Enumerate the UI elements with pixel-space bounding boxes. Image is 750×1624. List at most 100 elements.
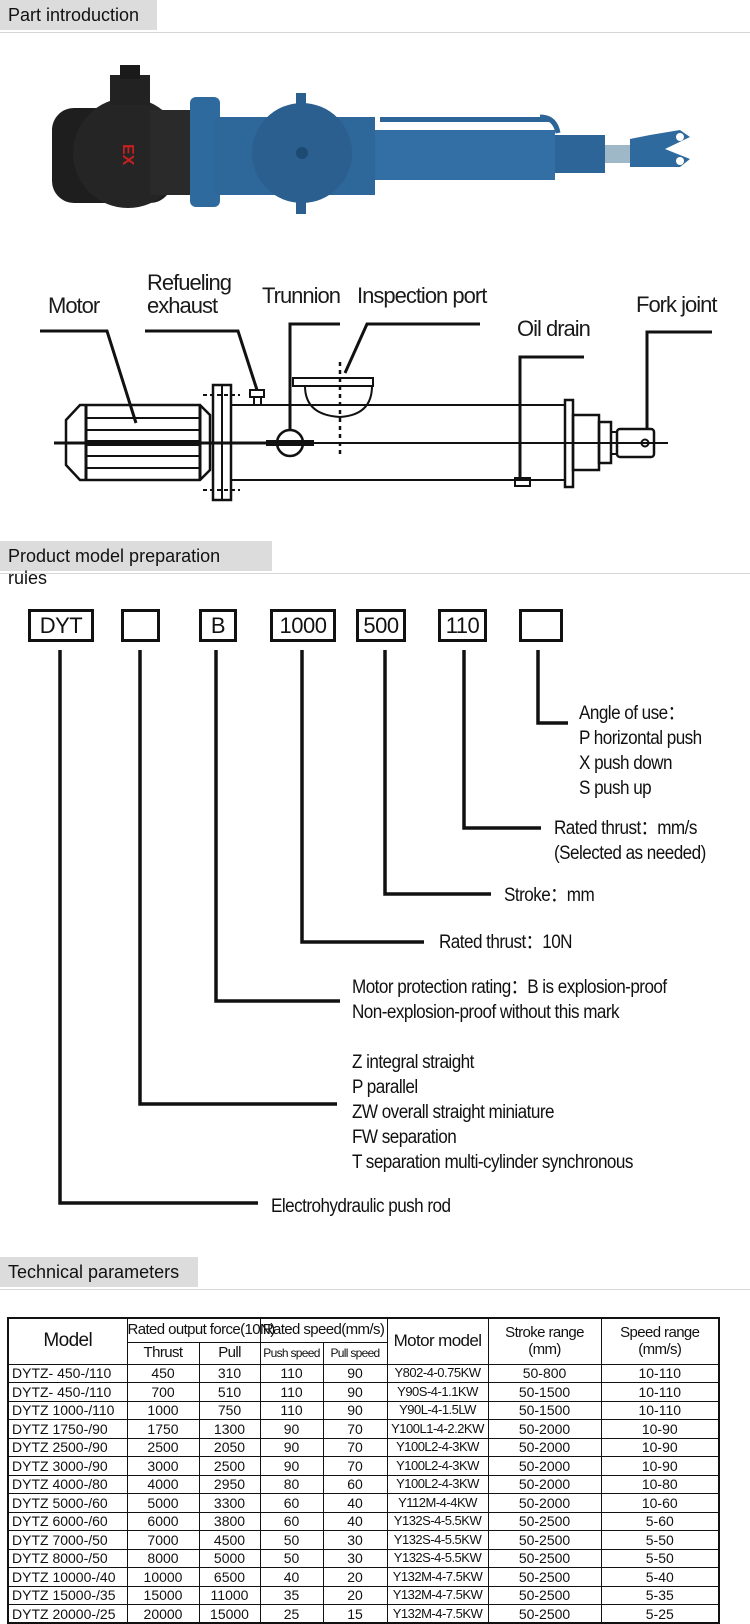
cell-motor-model: Y100L2-4-3KW	[386, 1456, 489, 1476]
cell-push-speed: 90	[259, 1419, 324, 1439]
cell-pull: 11000	[198, 1585, 261, 1605]
cell-motor-model: Y100L2-4-3KW	[386, 1437, 489, 1457]
cell-pull-speed: 70	[322, 1437, 388, 1457]
cell-push-speed: 60	[259, 1493, 324, 1513]
section-header-part-introduction: Part introduction	[0, 0, 750, 33]
angle-title: Angle of use：	[579, 703, 685, 724]
protection-line-1: Motor protection rating：B is explosion-p…	[352, 977, 667, 998]
cell-speed-range: 10-90	[600, 1437, 720, 1457]
angle-option-p: P horizontal push	[579, 728, 702, 749]
code-box-protection: B	[199, 609, 237, 642]
structure-option-p: P parallel	[352, 1077, 418, 1098]
cylinder-tube	[375, 130, 555, 180]
header-stroke-range: Stroke range (mm)	[487, 1317, 602, 1365]
cell-model: DYTZ 6000-/60	[7, 1511, 128, 1531]
header-speed-line1: Speed range	[620, 1324, 700, 1342]
cell-pull-speed: 90	[322, 1382, 388, 1402]
header-rated-output-force: Rated output force(10N)	[126, 1317, 275, 1343]
cell-model: DYTZ 2500-/90	[7, 1437, 128, 1457]
cell-stroke-range: 50-2500	[487, 1548, 602, 1568]
speed-note: (Selected as needed)	[554, 843, 706, 864]
cell-speed-range: 10-80	[600, 1474, 720, 1494]
cell-model: DYTZ 15000-/35	[7, 1585, 128, 1605]
code-box-thrust: 1000	[270, 609, 336, 642]
section-header-technical-parameters: Technical parameters	[0, 1257, 750, 1290]
cell-pull: 2500	[198, 1456, 261, 1476]
cell-pull: 2950	[198, 1474, 261, 1494]
cell-pull-speed: 30	[322, 1530, 388, 1550]
speed-title: Rated thrust：mm/s	[554, 818, 697, 839]
cell-stroke-range: 50-2500	[487, 1530, 602, 1550]
cell-motor-model: Y132M-4-7.5KW	[386, 1567, 489, 1587]
label-trunnion: Trunnion	[262, 283, 340, 308]
cell-motor-model: Y132M-4-7.5KW	[386, 1604, 489, 1624]
cell-pull: 3300	[198, 1493, 261, 1513]
cell-motor-model: Y132M-4-7.5KW	[386, 1585, 489, 1605]
label-motor: Motor	[48, 293, 100, 318]
structure-text: Z integral straight P parallel ZW overal…	[352, 1050, 633, 1175]
cell-pull: 510	[198, 1382, 261, 1402]
model-code-leaders	[58, 650, 568, 1205]
cell-stroke-range: 50-2500	[487, 1511, 602, 1531]
section-header-model-rules: Product model preparation rules	[0, 541, 750, 589]
cell-motor-model: Y100L1-4-2.2KW	[386, 1419, 489, 1439]
cell-model: DYTZ 20000-/25	[7, 1604, 128, 1624]
cell-push-speed: 50	[259, 1548, 324, 1568]
cell-pull-speed: 30	[322, 1548, 388, 1568]
cell-thrust: 3000	[126, 1456, 200, 1476]
cell-speed-range: 5-60	[600, 1511, 720, 1531]
piston-rod	[605, 145, 630, 163]
cell-speed-range: 10-90	[600, 1419, 720, 1439]
header-pull-speed: Pull speed	[322, 1341, 388, 1365]
section-title: Part introduction	[0, 0, 157, 30]
cell-pull-speed: 40	[322, 1493, 388, 1513]
cell-model: DYTZ 4000-/80	[7, 1474, 128, 1494]
cell-pull-speed: 90	[322, 1400, 388, 1420]
cell-stroke-range: 50-1500	[487, 1382, 602, 1402]
cell-thrust: 5000	[126, 1493, 200, 1513]
cell-motor-model: Y90L-4-1.5LW	[386, 1400, 489, 1420]
cell-speed-range: 10-90	[600, 1456, 720, 1476]
code-box-structure	[121, 609, 160, 642]
cell-speed-range: 5-35	[600, 1585, 720, 1605]
cell-speed-range: 5-50	[600, 1530, 720, 1550]
structure-option-fw: FW separation	[352, 1127, 457, 1148]
speed-text: Rated thrust：mm/s (Selected as needed)	[554, 816, 706, 866]
cell-motor-model: Y132S-4-5.5KW	[386, 1511, 489, 1531]
code-box-stroke: 500	[356, 609, 406, 642]
cell-model: DYTZ 3000-/90	[7, 1456, 128, 1476]
protection-line-2: Non-explosion-proof without this mark	[352, 1002, 620, 1023]
structure-option-t: T separation multi-cylinder synchronous	[352, 1152, 633, 1173]
cell-stroke-range: 50-2000	[487, 1419, 602, 1439]
cell-thrust: 6000	[126, 1511, 200, 1531]
cell-model: DYTZ 10000-/40	[7, 1567, 128, 1587]
cell-stroke-range: 50-2000	[487, 1456, 602, 1476]
cell-motor-model: Y132S-4-5.5KW	[386, 1530, 489, 1550]
cell-model: DYTZ 1750-/90	[7, 1419, 128, 1439]
cell-pull-speed: 20	[322, 1585, 388, 1605]
cell-thrust: 10000	[126, 1567, 200, 1587]
cell-push-speed: 80	[259, 1474, 324, 1494]
section-title: Product model preparation rules	[0, 541, 272, 588]
cell-motor-model: Y90S-4-1.1KW	[386, 1382, 489, 1402]
code-box-series: DYT	[28, 609, 94, 642]
table-header-row: Model Rated output force(10N) Rated spee…	[7, 1317, 720, 1365]
technical-parameters-table: Model Rated output force(10N) Rated spee…	[7, 1317, 721, 1624]
cell-thrust: 700	[126, 1382, 200, 1402]
cell-stroke-range: 50-2500	[487, 1567, 602, 1587]
header-stroke-line2: (mm)	[528, 1341, 561, 1359]
cell-pull: 2050	[198, 1437, 261, 1457]
cell-thrust: 4000	[126, 1474, 200, 1494]
angle-of-use-text: Angle of use： P horizontal push X push d…	[579, 701, 702, 801]
cell-model: DYTZ 5000-/60	[7, 1493, 128, 1513]
cell-thrust: 2500	[126, 1437, 200, 1457]
cell-stroke-range: 50-2000	[487, 1493, 602, 1513]
cell-push-speed: 40	[259, 1567, 324, 1587]
fork-joint	[630, 130, 690, 167]
label-fork-joint: Fork joint	[636, 292, 717, 317]
